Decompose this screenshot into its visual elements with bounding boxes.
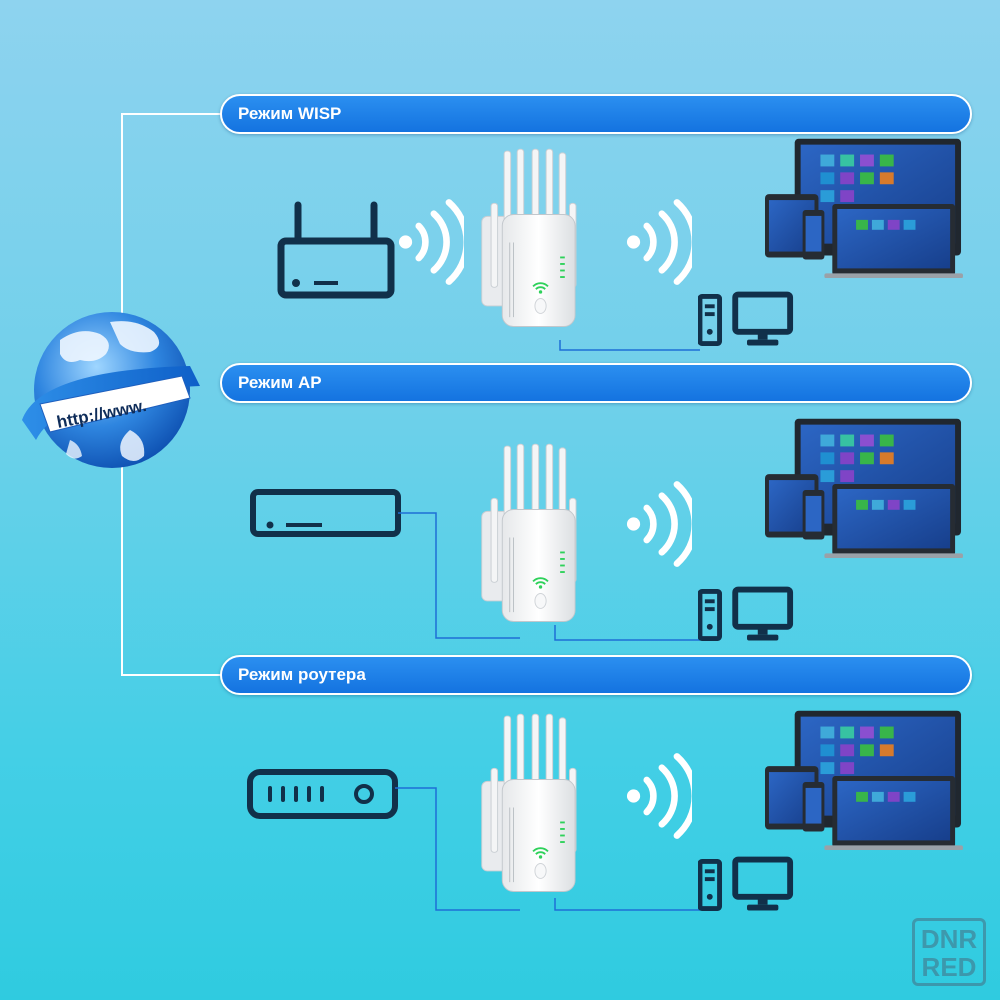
- wifi-waves-icon: [399, 202, 467, 281]
- mode-label: Режим AP: [238, 373, 322, 392]
- mode-bar-ap: Режим AP: [220, 363, 972, 403]
- desktop-pc-icon: [700, 590, 790, 641]
- mode-label: Режим роутера: [238, 665, 366, 684]
- extender-icon: [480, 443, 577, 623]
- multi-device-icon: [765, 138, 963, 278]
- watermark-line: DNR: [920, 924, 978, 954]
- desktop-pc-icon: [700, 860, 790, 911]
- wifi-waves-icon: [627, 202, 695, 281]
- access-point-icon: [250, 489, 401, 537]
- watermark-logo: DNR RED: [912, 918, 986, 986]
- modem-icon: [247, 769, 398, 819]
- extender-icon: [480, 713, 577, 893]
- multi-device-icon: [765, 710, 963, 850]
- mode-bar-router: Режим роутера: [220, 655, 972, 695]
- extender-icon: [480, 148, 577, 328]
- multi-device-icon: [765, 418, 963, 558]
- wireless-router-icon: [277, 201, 395, 299]
- globe-icon: [22, 312, 200, 468]
- watermark-line: RED: [921, 952, 977, 982]
- wifi-waves-icon: [627, 756, 695, 835]
- desktop-pc-icon: [700, 295, 790, 346]
- mode-label: Режим WISP: [238, 104, 342, 123]
- wifi-waves-icon: [627, 484, 695, 563]
- mode-bar-wisp: Режим WISP: [220, 94, 972, 134]
